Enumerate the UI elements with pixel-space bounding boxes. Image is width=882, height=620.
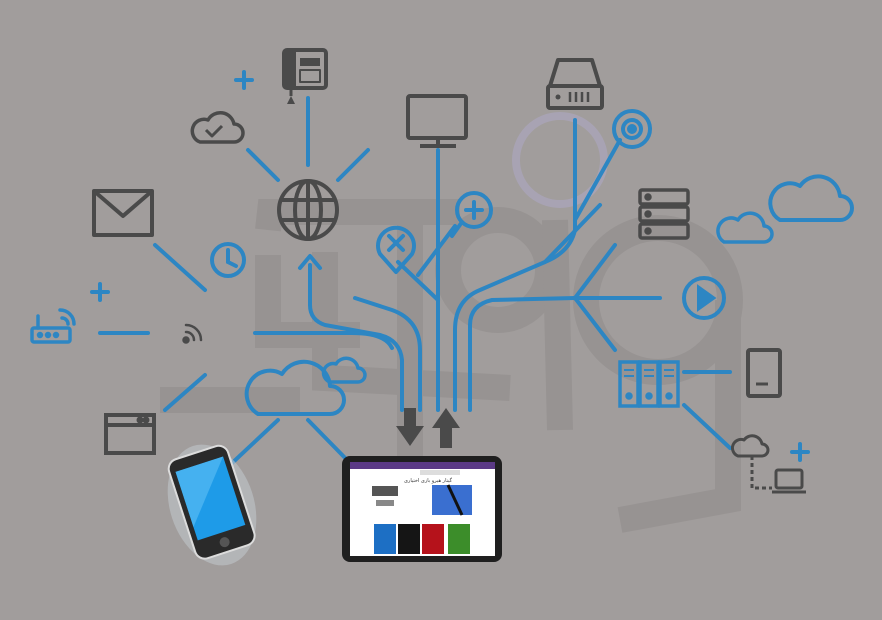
wifi-icon	[182, 323, 203, 344]
play-icon	[682, 276, 726, 320]
globe-arrow-icon	[298, 254, 322, 270]
phone-icon	[282, 48, 328, 104]
cloud-icon	[321, 356, 367, 384]
mobile-phone-icon	[167, 444, 257, 566]
watermark-circle	[512, 112, 608, 208]
browser-window-icon	[104, 413, 156, 455]
clock-icon	[210, 242, 246, 278]
email-icon	[92, 189, 154, 237]
file-server-icon	[618, 360, 680, 408]
monitor-icon	[406, 94, 468, 148]
document-icon	[746, 348, 782, 398]
cloud-icon	[190, 111, 245, 144]
add-pin-icon	[450, 191, 493, 238]
router-icon	[30, 308, 76, 344]
plus-icon	[90, 282, 110, 302]
server-icon	[638, 188, 690, 240]
network-cloud-icon	[244, 359, 346, 416]
cloud-icon	[716, 211, 774, 244]
upload-arrow-icon	[432, 408, 460, 448]
target-icon	[612, 109, 652, 149]
plus-icon	[790, 442, 810, 462]
network-links	[98, 96, 732, 467]
cloud-icon	[768, 174, 854, 222]
cancel-pin-icon	[376, 225, 416, 274]
plus-icon	[234, 70, 254, 90]
hard-drive-icon	[546, 58, 604, 110]
download-arrow-icon	[396, 408, 424, 446]
cloud-laptop-icon	[730, 434, 806, 494]
tablet-screen-headline: گیتار هیرو بازی اختیاری	[404, 477, 453, 484]
globe-icon	[277, 179, 339, 241]
tablet-icon	[342, 456, 502, 562]
